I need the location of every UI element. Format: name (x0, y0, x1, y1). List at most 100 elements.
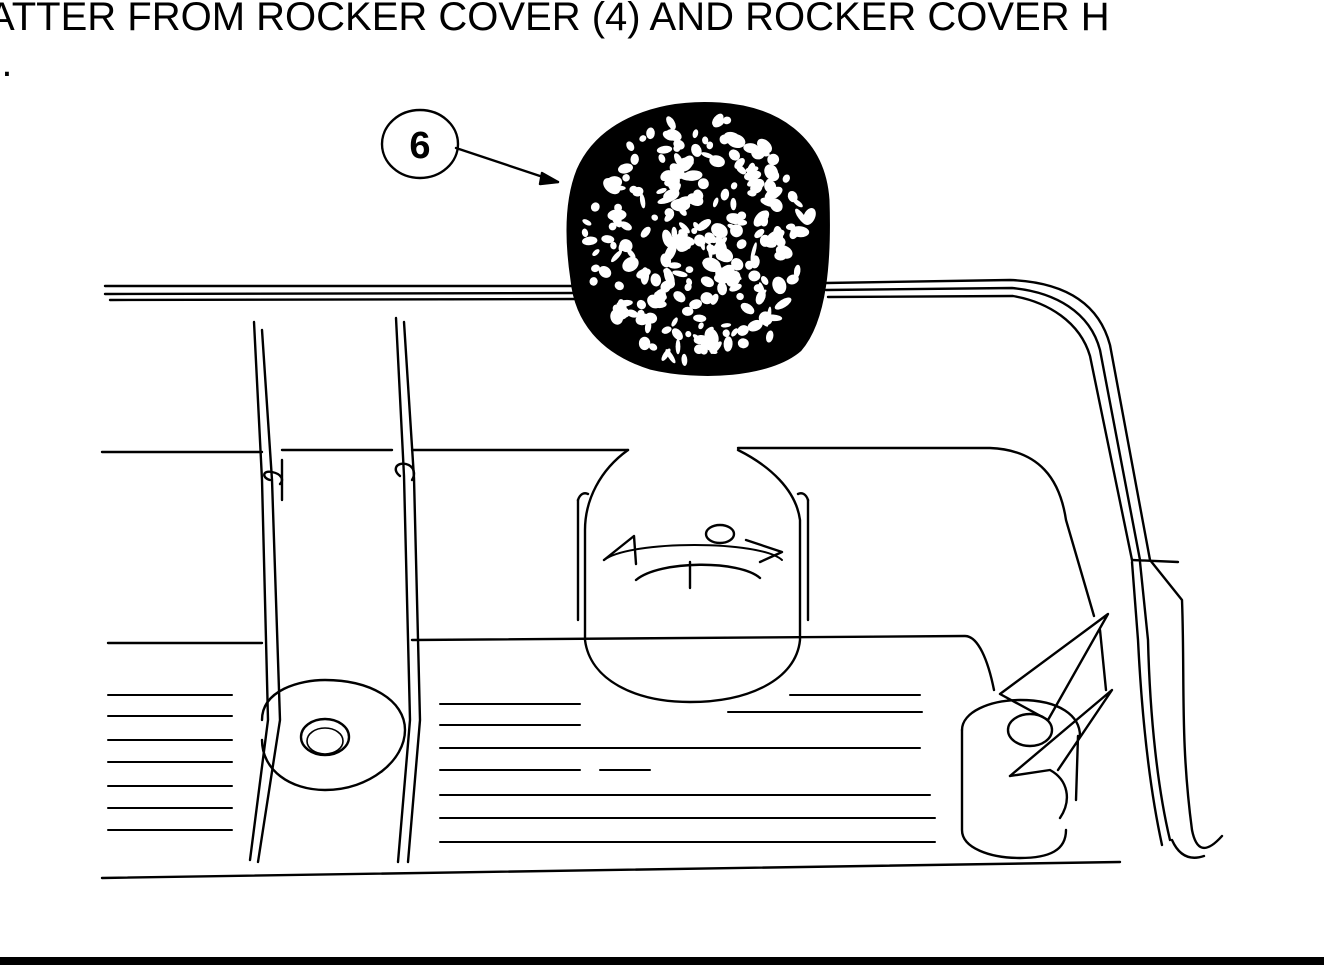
filter-texture-spot (652, 300, 667, 309)
filter-texture-spot (626, 248, 636, 259)
filter-texture-spot (668, 262, 682, 269)
filter-texture-spot (672, 270, 688, 278)
filter-texture-spot (702, 136, 709, 145)
cover-surface-ribs (107, 694, 936, 843)
filter-texture-spot (581, 228, 589, 238)
filter-texture-spot (787, 190, 798, 203)
filter-texture-spot (630, 153, 639, 165)
filter-texture-spot (782, 174, 790, 183)
filter-texture-spot (747, 189, 757, 197)
instruction-line-1: ATTER FROM ROCKER COVER (4) AND ROCKER C… (0, 0, 1110, 39)
callout-label-6: 6 (409, 125, 430, 167)
filter-texture-spot (710, 341, 722, 354)
filter-texture-spot (614, 281, 624, 291)
right-baffle-plate (998, 612, 1114, 778)
filter-texture-spot (685, 331, 692, 338)
filter-texture-spot (665, 349, 676, 364)
filter-texture-spot (737, 325, 749, 336)
filter-texture-spot (685, 266, 694, 274)
filter-texture-spot (681, 353, 688, 366)
filter-texture-spot (656, 145, 673, 154)
filter-texture-spot (636, 268, 651, 279)
filter-texture-spot (737, 338, 749, 349)
filter-texture-spot (760, 276, 769, 285)
filter-texture-spot (698, 322, 704, 330)
filter-texture-spot (795, 208, 808, 225)
filter-texture-spot (734, 158, 745, 169)
filter-texture-spot (730, 224, 743, 238)
instruction-text: ATTER FROM ROCKER COVER (4) AND ROCKER C… (0, 0, 1110, 86)
filter-texture-spot (683, 241, 691, 250)
filter-texture-spot (767, 153, 780, 166)
filter-texture-spot (697, 178, 709, 190)
filter-texture-spot (601, 235, 615, 244)
filter-texture-spot (669, 118, 675, 132)
filter-texture-spot (765, 330, 774, 343)
filter-texture-spot (757, 210, 770, 225)
filter-texture-spot (767, 182, 776, 200)
filter-texture-spot (660, 253, 672, 268)
filter-texture-spot (736, 292, 744, 301)
filter-texture-spot (684, 283, 692, 292)
filter-texture-spot (723, 336, 733, 352)
filter-texture-spot (710, 293, 719, 305)
filter-texture-spot (671, 226, 678, 240)
filter-texture-spot (736, 239, 747, 249)
filter-texture-spot (706, 244, 717, 255)
filter-texture-spot (712, 119, 725, 128)
filter-texture-spot (618, 163, 633, 174)
filter-texture-spot (644, 312, 658, 324)
filter-texture-spot (651, 214, 659, 221)
filter-texture-spot (648, 343, 658, 351)
filter-texture-spot (617, 307, 629, 320)
filter-texture-spot (590, 202, 600, 212)
filter-texture-spot (660, 170, 673, 182)
filter-texture-spot (722, 116, 732, 125)
left-bolt-boss (260, 678, 407, 792)
filter-texture-spot (701, 152, 714, 159)
filter-texture-spot (589, 277, 598, 286)
filter-texture-spot (644, 320, 652, 334)
filter-texture-spot (606, 176, 623, 189)
filter-texture-spot (687, 193, 704, 206)
filter-texture-spot (700, 346, 708, 355)
breather-tube (576, 448, 810, 704)
filter-texture-spot (582, 219, 592, 226)
filter-texture-spot (745, 166, 759, 173)
filter-texture-spot (663, 267, 675, 287)
filter-texture-spot (639, 135, 647, 142)
filter-texture-spot (673, 291, 686, 303)
filter-texture-spot (675, 339, 681, 355)
callout-leader (454, 146, 560, 186)
rocker-cover-top-rail (103, 278, 1152, 562)
filter-texture-spot (592, 249, 600, 257)
baffle-edges (100, 446, 1122, 880)
filter-texture-spot (736, 219, 748, 226)
filter-texture-spot (750, 242, 757, 261)
filter-texture-spot (745, 260, 754, 270)
filter-texture-spot (646, 127, 655, 140)
filter-texture-spot (673, 145, 681, 152)
filter-texture-spot (769, 198, 783, 213)
page-bottom-rule (0, 957, 1324, 965)
filter-texture-spot (728, 149, 740, 161)
filter-texture-spot (720, 323, 732, 328)
filter-texture-spot (661, 326, 672, 334)
filter-texture-spot (671, 328, 683, 341)
filter-texture-spot (692, 129, 699, 139)
filter-texture-spot (764, 164, 779, 180)
filter-texture-spot (656, 188, 667, 194)
filter-texture-spot (731, 328, 739, 337)
callout-circle (380, 108, 460, 180)
left-ribs (248, 316, 422, 864)
filter-texture-spot (685, 157, 694, 166)
filter-texture-spot (709, 155, 725, 168)
filter-texture-spot (664, 211, 675, 222)
filter-texture-spot (772, 276, 787, 295)
filter-texture-spot (693, 314, 707, 323)
filter-texture-spot (608, 222, 617, 231)
filter-texture-spot (730, 197, 737, 211)
filter-texture-spot (582, 236, 598, 246)
filter-texture-spot (700, 276, 714, 288)
